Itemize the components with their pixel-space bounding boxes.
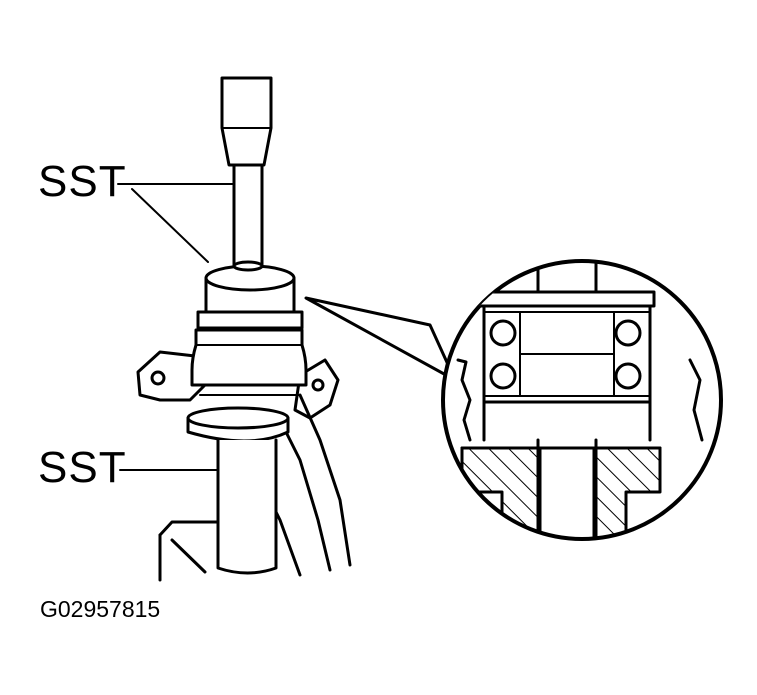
leader-lines bbox=[117, 183, 235, 471]
sst-drive-shaft bbox=[232, 163, 264, 268]
figure-id: G02957815 bbox=[40, 596, 161, 622]
detail-pointer bbox=[304, 296, 457, 382]
detail-view bbox=[441, 259, 723, 541]
support-ring bbox=[186, 406, 290, 443]
sst-driver-cup bbox=[196, 260, 304, 330]
hub-bearing-body bbox=[190, 328, 308, 387]
sst-label-bottom: SST bbox=[38, 443, 127, 492]
sst-label-top: SST bbox=[38, 157, 127, 206]
sst-support-tube bbox=[216, 438, 278, 575]
press-base bbox=[158, 520, 220, 582]
press-ram bbox=[220, 76, 273, 167]
